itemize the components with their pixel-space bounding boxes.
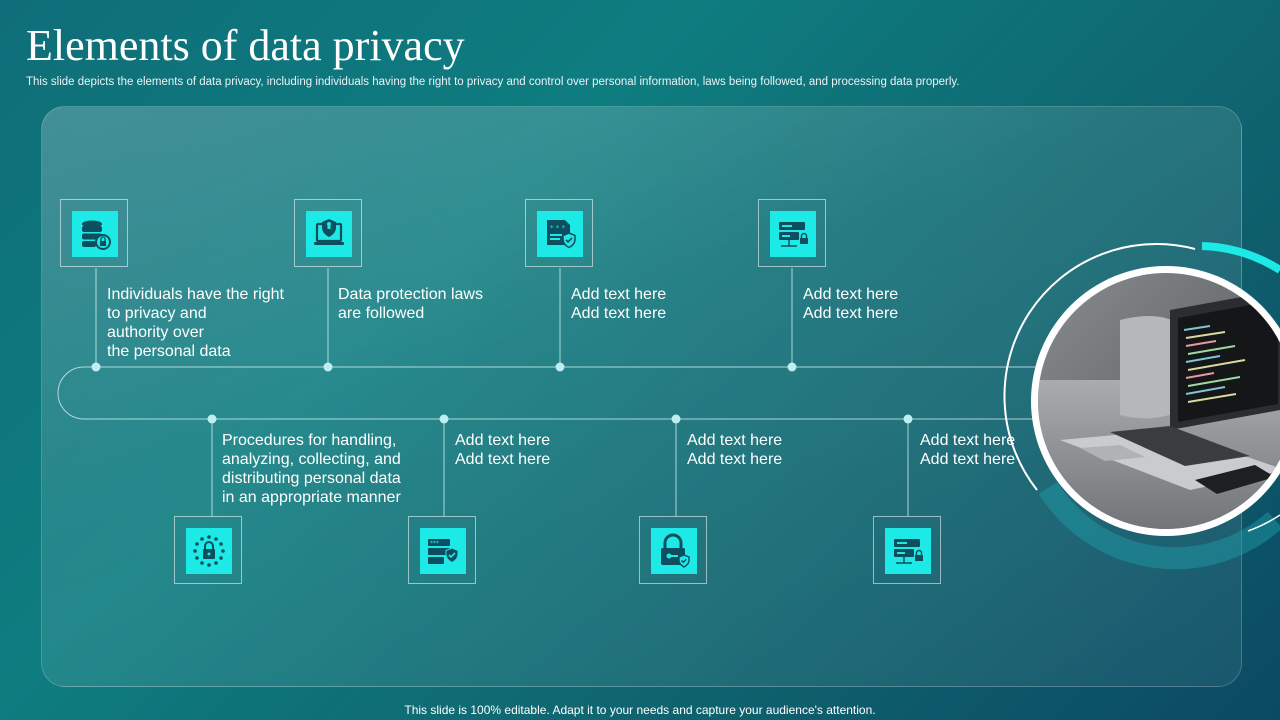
page-title: Elements of data privacy [26, 21, 465, 70]
top-item-4-icon-box [758, 199, 826, 267]
top-item-4-text: Add text here Add text here [803, 286, 899, 322]
password-shield-icon: *** [428, 539, 459, 564]
bottom-item-1-text: Procedures for handling, analyzing, coll… [222, 432, 401, 506]
bottom-item-1-icon-box [174, 516, 242, 584]
top-item-3-text: Add text here Add text here [571, 286, 667, 322]
decor-arc-bottom [1038, 482, 1280, 570]
top-item-2-text: Data protection laws are followed [338, 286, 483, 322]
bottom-item-4-text: Add text here Add text here [920, 432, 1016, 468]
top-item-1-icon-box [60, 199, 128, 267]
top-item-1-text: Individuals have the right to privacy an… [107, 286, 284, 360]
bottom-item-3-icon-box [639, 516, 707, 584]
svg-text:* * *: * * * [550, 224, 565, 232]
top-item-3-icon-box: * * * [525, 199, 593, 267]
document-shield-icon: * * * [547, 220, 576, 249]
page-subtitle: This slide depicts the elements of data … [26, 76, 960, 88]
server-lock-icon [894, 539, 923, 564]
decor-arc-accent [1201, 242, 1280, 274]
top-item-2-icon-box [294, 199, 362, 267]
database-lock-icon [82, 220, 111, 250]
laptop-shield-icon [314, 219, 344, 245]
bottom-item-3-text: Add text here Add text here [687, 432, 783, 468]
decor-arc-thin [1003, 243, 1196, 491]
bottom-item-4-icon-box [873, 516, 941, 584]
bottom-item-2-text: Add text here Add text here [455, 432, 551, 468]
server-lock-icon [779, 222, 808, 247]
padlock-shield-icon [661, 533, 690, 568]
footer-note: This slide is 100% editable. Adapt it to… [404, 703, 876, 717]
eu-lock-icon [193, 535, 225, 567]
bottom-item-2-icon-box: *** [408, 516, 476, 584]
svg-text:***: *** [430, 540, 439, 547]
